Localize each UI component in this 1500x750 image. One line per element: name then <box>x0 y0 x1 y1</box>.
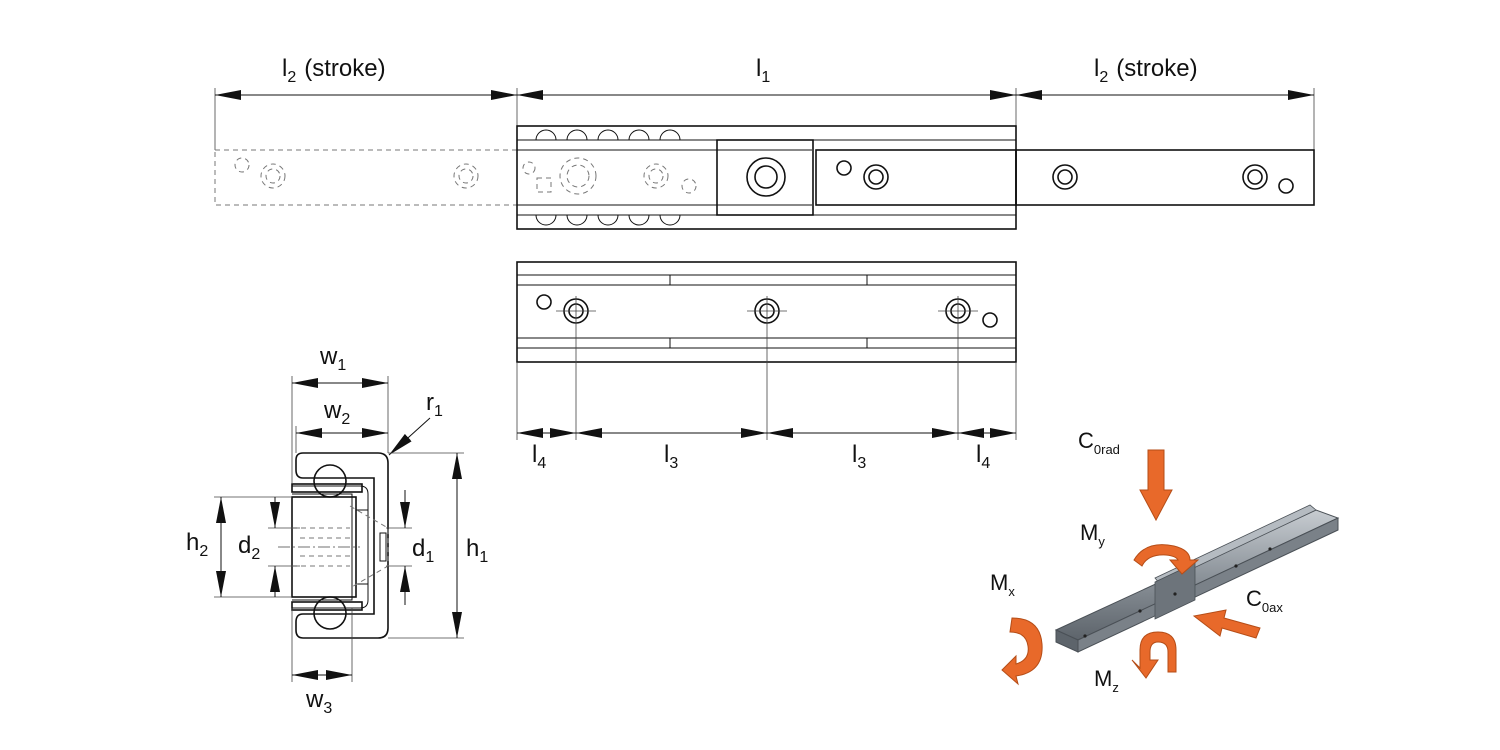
pitch-moment-arrow-icon <box>1133 544 1200 575</box>
yaw-moment-arrow-icon <box>1131 631 1177 679</box>
w3-label: w3 <box>305 686 332 717</box>
r1-leader <box>388 417 431 456</box>
my-label: My <box>1080 520 1105 549</box>
intermediate-rail <box>716 139 1017 216</box>
roll-moment-arrow-icon <box>1001 617 1043 686</box>
c0rad-label: C0rad <box>1078 428 1120 457</box>
top-view: l2(stroke) l1 l2(stroke) <box>214 55 1315 230</box>
l3-right-label: l3 <box>852 441 866 472</box>
d1-label: d1 <box>412 535 434 566</box>
l4-left-label: l4 <box>532 441 546 472</box>
h2-label: h2 <box>186 529 208 560</box>
slide-rail-illustration <box>1054 504 1340 653</box>
d2-label: d2 <box>238 532 260 563</box>
w2-label: w2 <box>323 397 350 428</box>
axial-load-arrow-icon <box>1192 609 1261 639</box>
retracted-view: l4 l3 l3 l4 <box>516 261 1017 472</box>
l2-right-label: l2(stroke) <box>1094 55 1198 86</box>
r1-label: r1 <box>426 389 443 420</box>
radial-load-arrow-icon <box>1139 449 1173 522</box>
mx-label: Mx <box>990 570 1015 599</box>
cross-section: w1 w2 r1 h1 d1 h2 d2 w3 <box>186 343 488 717</box>
l1-label: l1 <box>756 55 770 86</box>
retracted-slide-ghost <box>214 149 718 206</box>
inner-slide-extended <box>1015 149 1315 206</box>
outer-rail <box>516 125 1017 230</box>
l2-left-label: l2(stroke) <box>282 55 386 86</box>
l3-left-label: l3 <box>664 441 678 472</box>
l4-right-label: l4 <box>976 441 990 472</box>
c0ax-label: C0ax <box>1246 586 1283 615</box>
w1-label: w1 <box>319 343 346 374</box>
load-diagram: C0rad My C0ax Mx Mz <box>990 428 1340 695</box>
mz-label: Mz <box>1094 666 1119 695</box>
h1-label: h1 <box>466 535 488 566</box>
